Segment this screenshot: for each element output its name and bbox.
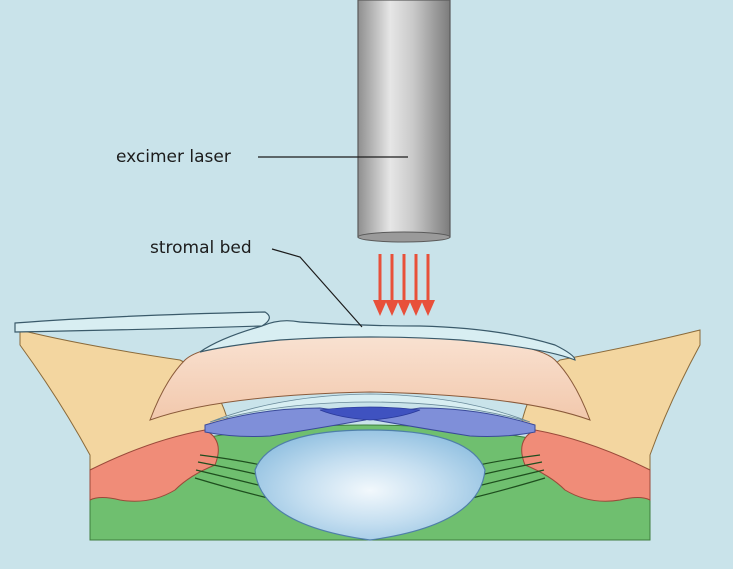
excimer-laser-head xyxy=(357,0,451,238)
laser-beams xyxy=(373,254,435,316)
stromal-bed-leader xyxy=(271,248,363,328)
excimer-laser-label: excimer laser xyxy=(116,147,231,167)
iris-center xyxy=(319,406,421,421)
laser-aperture xyxy=(357,231,451,243)
stromal-bed-label: stromal bed xyxy=(150,238,252,258)
anterior-chamber xyxy=(209,393,531,423)
sclera-right xyxy=(519,329,701,471)
crystalline-lens xyxy=(254,429,486,541)
ciliary-body-right xyxy=(521,429,651,502)
ciliary-body-left xyxy=(89,429,219,502)
corneal-flap xyxy=(14,311,270,333)
